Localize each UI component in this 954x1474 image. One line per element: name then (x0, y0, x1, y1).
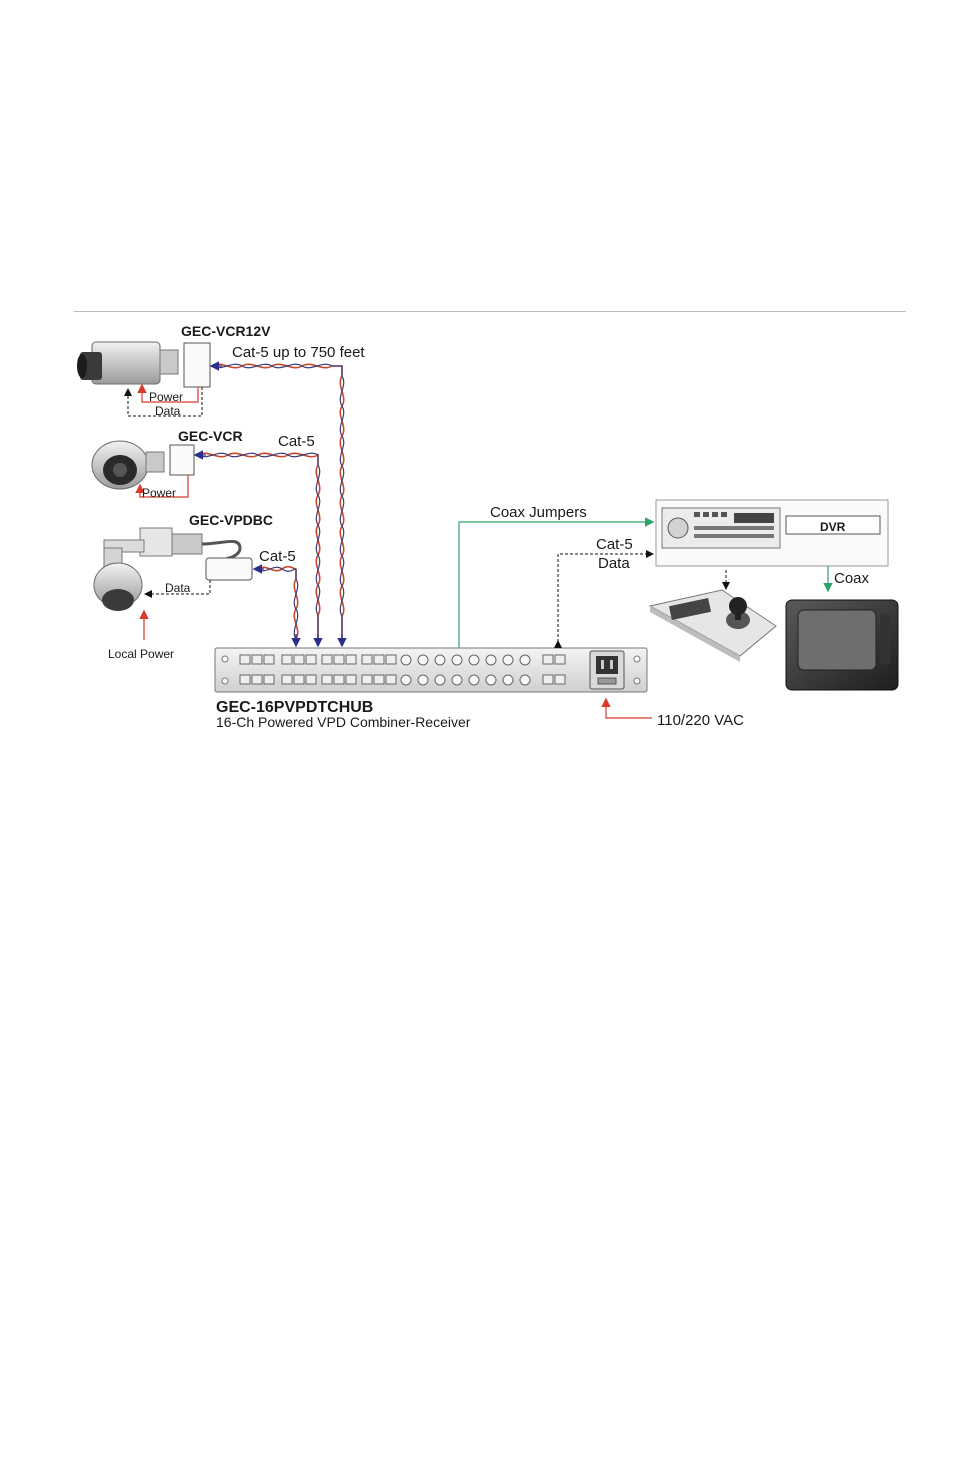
ac-power-label: 110/220 VAC (657, 712, 744, 729)
bnc-port (435, 675, 445, 685)
transceiver-vpdbc (206, 558, 252, 580)
transceiver-vcr12v (184, 343, 210, 387)
bnc-port (469, 675, 479, 685)
rj45-port (346, 655, 356, 664)
rj45-port (346, 675, 356, 684)
hub-rack-unit (215, 648, 647, 692)
rj45-port (362, 675, 372, 684)
rj45-port (306, 675, 316, 684)
local-power-label: Local Power (108, 647, 174, 661)
rj45-port (252, 655, 262, 664)
vpdbc-cable-label: Cat-5 (259, 548, 296, 565)
rj45-port (362, 655, 372, 664)
ac-power-line (606, 700, 652, 718)
bnc-port (452, 655, 462, 665)
coax-label: Coax (834, 570, 870, 587)
rj45-port (374, 655, 384, 664)
bnc-port (452, 675, 462, 685)
vcr-cable-label: Cat-5 (278, 433, 315, 450)
rj45-port (386, 675, 396, 684)
crt-monitor-icon (786, 600, 898, 690)
rj45-port (322, 655, 332, 664)
bnc-port (486, 675, 496, 685)
rj45-port (282, 655, 292, 664)
bnc-port (418, 675, 428, 685)
vcr12v-cable-label: Cat-5 up to 750 feet (232, 344, 365, 361)
rj45-port (386, 655, 396, 664)
ptz-keyboard-controller-icon (650, 590, 776, 662)
cat5-cable-2 (196, 453, 320, 645)
vpdbc-data-label: Data (165, 581, 191, 595)
coax-jumpers-label: Coax Jumpers (490, 504, 587, 521)
transceiver-vcr (170, 445, 194, 475)
rj45-port (306, 655, 316, 664)
dvr-label: DVR (820, 520, 846, 534)
vcr12v-model-label: GEC-VCR12V (181, 323, 271, 339)
rj45-port (264, 655, 274, 664)
vcr-model-label: GEC-VCR (178, 428, 243, 444)
vcr12v-power-label: Power (149, 390, 183, 404)
vcr12v-data-label: Data (155, 404, 181, 418)
vcr-power-label: Power (142, 486, 176, 500)
dome-camera-icon (92, 441, 164, 489)
rj45-port (240, 655, 250, 664)
cat5-cable-1 (212, 364, 344, 645)
rj45-port (322, 675, 332, 684)
bnc-port (435, 655, 445, 665)
cat5-cable-3 (255, 567, 298, 645)
bnc-port (401, 655, 411, 665)
rj45-port (334, 655, 344, 664)
bnc-port (520, 655, 530, 665)
rj45-port (252, 675, 262, 684)
hub-description-label: 16-Ch Powered VPD Combiner-Receiver (216, 714, 471, 730)
rj45-port (294, 675, 304, 684)
cat5-label: Cat-5 (596, 536, 633, 553)
bnc-port (469, 655, 479, 665)
rj45-port (334, 675, 344, 684)
rj45-port (282, 675, 292, 684)
ac-inlet (590, 651, 624, 689)
vpdbc-model-label: GEC-VPDBC (189, 512, 273, 528)
bnc-port (520, 675, 530, 685)
rj45-port (264, 675, 274, 684)
box-camera-icon (77, 342, 178, 384)
bnc-port (486, 655, 496, 665)
rj45-port (294, 655, 304, 664)
bnc-port (503, 655, 513, 665)
data-label: Data (598, 555, 630, 572)
rj45-port (240, 675, 250, 684)
rj45-port (374, 675, 384, 684)
bnc-port (503, 675, 513, 685)
bnc-port (401, 675, 411, 685)
dvr-unit (656, 500, 888, 566)
bnc-port (418, 655, 428, 665)
